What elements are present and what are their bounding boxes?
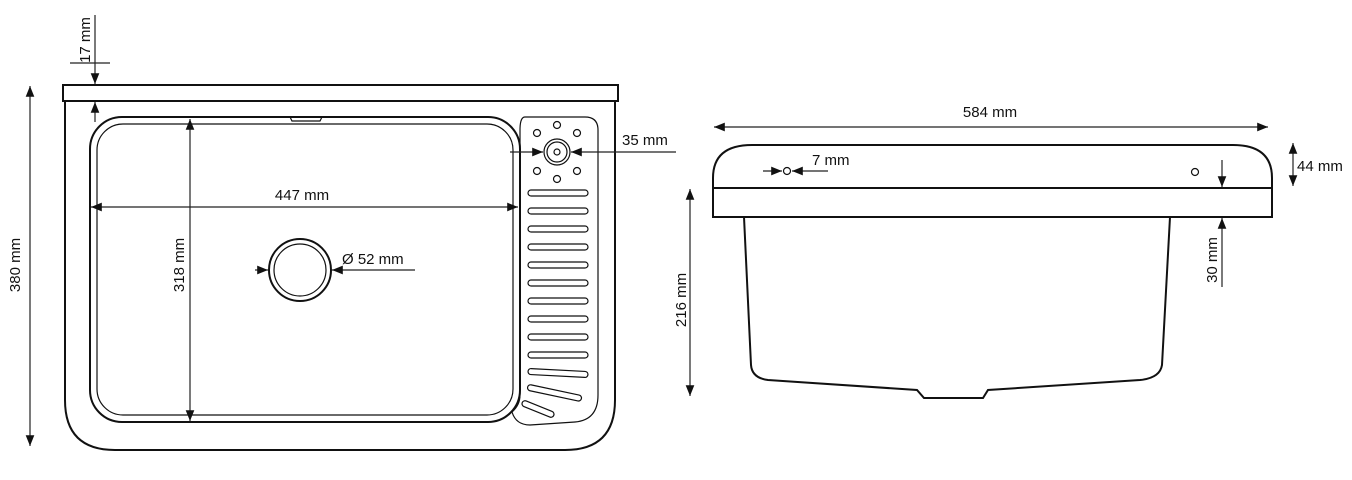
label-overall-width: 584 mm bbox=[963, 104, 1017, 121]
drain-outer bbox=[268, 238, 332, 302]
label-basin-depth: 318 mm bbox=[171, 238, 188, 292]
top-view: 380 mm 17 mm 318 mm 447 mm Ø 52 mm 35 mm bbox=[7, 15, 676, 451]
basin-outer bbox=[89, 116, 521, 423]
overflow-hole-left bbox=[782, 166, 792, 176]
drainboard-ribs bbox=[521, 189, 589, 418]
basin-inner bbox=[96, 123, 514, 416]
label-tap-hole: 35 mm bbox=[622, 132, 668, 149]
tap-pilot-holes bbox=[532, 120, 582, 184]
label-overall-height: 216 mm bbox=[673, 273, 690, 327]
overflow-slot bbox=[289, 116, 323, 122]
rim-back bbox=[62, 84, 619, 102]
label-rim-thickness: 30 mm bbox=[1204, 237, 1221, 283]
bowl-profile bbox=[743, 216, 1171, 399]
label-overall-depth: 380 mm bbox=[7, 238, 24, 292]
front-rim bbox=[712, 187, 1273, 218]
label-basin-width: 447 mm bbox=[275, 187, 329, 204]
label-drain-diameter: Ø 52 mm bbox=[342, 251, 404, 268]
drain-inner bbox=[273, 243, 327, 297]
overflow-hole-right bbox=[1190, 167, 1200, 177]
tap-hole bbox=[546, 141, 568, 163]
tap-hole-center bbox=[553, 148, 561, 156]
label-backsplash-height: 44 mm bbox=[1297, 158, 1343, 175]
sink-outline bbox=[64, 101, 616, 451]
label-overflow-hole: 7 mm bbox=[812, 152, 850, 169]
drainboard bbox=[511, 116, 599, 426]
backsplash bbox=[712, 144, 1273, 188]
tap-hole-ring bbox=[543, 138, 571, 166]
front-view: 584 mm 7 mm 44 mm 30 mm 216 mm bbox=[673, 104, 1343, 399]
label-rim-height: 17 mm bbox=[77, 17, 94, 63]
